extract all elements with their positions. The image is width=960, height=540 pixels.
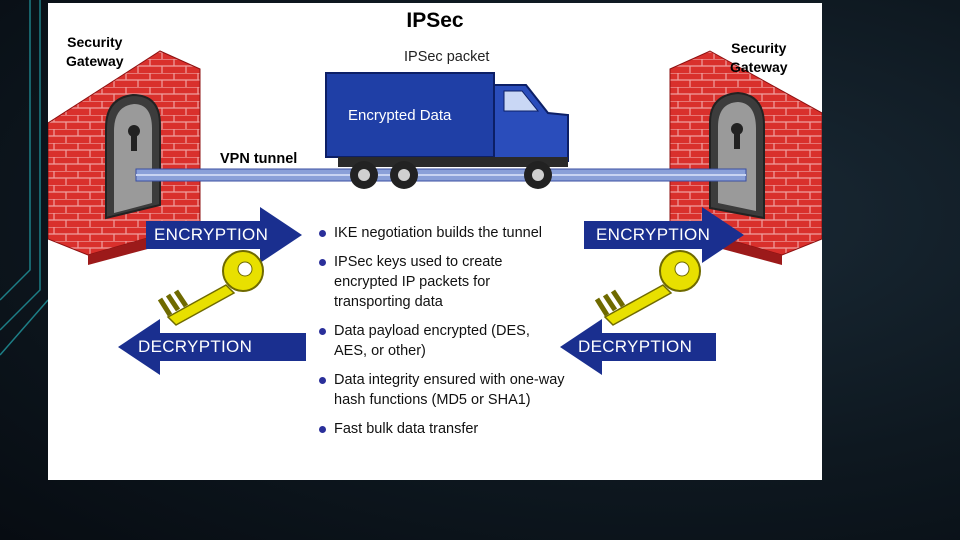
encryption-label-left: ENCRYPTION — [154, 225, 269, 244]
gateway-label-line: Security — [731, 40, 787, 56]
diagram-title: IPSec — [406, 9, 464, 32]
decryption-arrow-right — [560, 319, 716, 375]
encryption-arrow-left — [146, 207, 302, 263]
encryption-arrow-right — [584, 207, 744, 263]
vpn-tunnel-pipe — [135, 168, 747, 182]
gateway-label-left: Security Gateway — [66, 33, 124, 71]
decryption-label-right: DECRYPTION — [578, 337, 693, 356]
list-item: IKE negotiation builds the tunnel — [316, 223, 566, 243]
gateway-label-line: Gateway — [66, 53, 124, 69]
truck — [325, 72, 569, 189]
key-icon — [594, 250, 701, 326]
tunnel-label: VPN tunnel — [220, 151, 298, 167]
right-firewall — [669, 50, 822, 265]
truck-label: Encrypted Data — [348, 107, 452, 124]
list-item: Fast bulk data transfer — [316, 419, 566, 439]
gateway-label-line: Gateway — [730, 59, 788, 75]
decryption-label-left: DECRYPTION — [138, 337, 253, 356]
gateway-label-line: Security — [67, 34, 123, 50]
ipsec-bullet-list: IKE negotiation builds the tunnel IPSec … — [316, 223, 566, 448]
packet-label: IPSec packet — [404, 49, 490, 65]
list-item: Data payload encrypted (DES, AES, or oth… — [316, 321, 566, 361]
key-icon — [157, 250, 264, 326]
encryption-label-right: ENCRYPTION — [596, 225, 711, 244]
diagram-graphics — [48, 50, 822, 375]
list-item: IPSec keys used to create encrypted IP p… — [316, 252, 566, 312]
decryption-arrow-left — [118, 319, 306, 375]
gateway-label-right: Security Gateway — [730, 39, 788, 77]
list-item: Data integrity ensured with one-way hash… — [316, 370, 566, 410]
ipsec-diagram-panel: IPSec Security Gateway Security Gateway … — [48, 3, 822, 480]
